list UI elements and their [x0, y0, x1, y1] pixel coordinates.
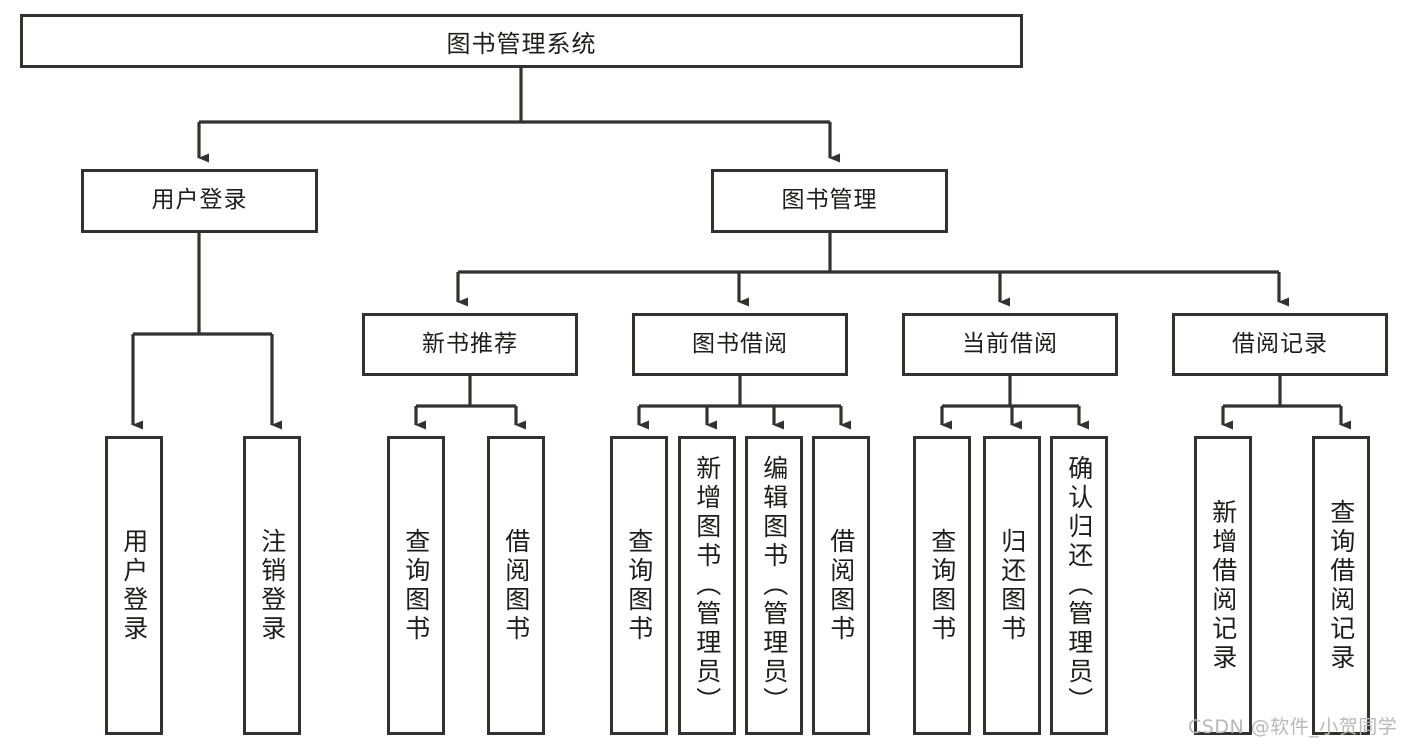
node-system-root[interactable]: 图书管理系统 — [20, 14, 1023, 68]
node-label: 新增图书（管理员） — [692, 455, 722, 716]
leaf-borrow-books-recommend[interactable]: 借阅图书 — [487, 436, 545, 735]
leaf-query-borrow-record[interactable]: 查询借阅记录 — [1312, 436, 1370, 735]
node-book-management[interactable]: 图书管理 — [711, 169, 948, 233]
node-label: 图书管理 — [781, 187, 878, 214]
node-borrow-records[interactable]: 借阅记录 — [1172, 313, 1388, 376]
node-label: 用户登录 — [151, 187, 248, 214]
leaf-add-book-admin[interactable]: 新增图书（管理员） — [678, 436, 736, 735]
node-label: 归还图书 — [997, 527, 1027, 644]
node-label: 新增借阅记录 — [1208, 498, 1238, 673]
node-user-login[interactable]: 用户登录 — [81, 169, 318, 233]
node-label: 注销登录 — [257, 527, 287, 644]
node-label: 借阅图书 — [826, 527, 856, 644]
node-book-borrow[interactable]: 图书借阅 — [632, 313, 848, 376]
leaf-query-books-current[interactable]: 查询图书 — [913, 436, 971, 735]
leaf-user-login[interactable]: 用户登录 — [105, 436, 163, 735]
node-current-borrow[interactable]: 当前借阅 — [902, 313, 1118, 376]
leaf-borrow-books[interactable]: 借阅图书 — [812, 436, 870, 735]
leaf-return-books[interactable]: 归还图书 — [983, 436, 1041, 735]
node-label: 编辑图书（管理员） — [759, 455, 789, 716]
node-label: 确认归还（管理员） — [1064, 455, 1094, 716]
csdn-watermark: CSDN @软件_小贺同学 — [1188, 716, 1398, 738]
node-label: 查询借阅记录 — [1326, 498, 1356, 673]
node-label: 借阅记录 — [1232, 330, 1328, 357]
node-label: 查询图书 — [401, 527, 431, 644]
node-label: 图书管理系统 — [446, 29, 597, 58]
node-label: 图书借阅 — [692, 330, 788, 357]
leaf-query-books-borrow[interactable]: 查询图书 — [610, 436, 668, 735]
leaf-query-books-recommend[interactable]: 查询图书 — [387, 436, 445, 735]
node-label: 查询图书 — [927, 527, 957, 644]
leaf-confirm-return-admin[interactable]: 确认归还（管理员） — [1050, 436, 1108, 735]
node-label: 新书推荐 — [422, 330, 518, 357]
node-new-book-recommend[interactable]: 新书推荐 — [362, 313, 578, 376]
leaf-edit-book-admin[interactable]: 编辑图书（管理员） — [745, 436, 803, 735]
node-label: 用户登录 — [119, 527, 149, 644]
node-label: 当前借阅 — [962, 330, 1058, 357]
node-label: 查询图书 — [624, 527, 654, 644]
leaf-add-borrow-record[interactable]: 新增借阅记录 — [1194, 436, 1252, 735]
node-label: 借阅图书 — [501, 527, 531, 644]
leaf-user-logout[interactable]: 注销登录 — [243, 436, 301, 735]
